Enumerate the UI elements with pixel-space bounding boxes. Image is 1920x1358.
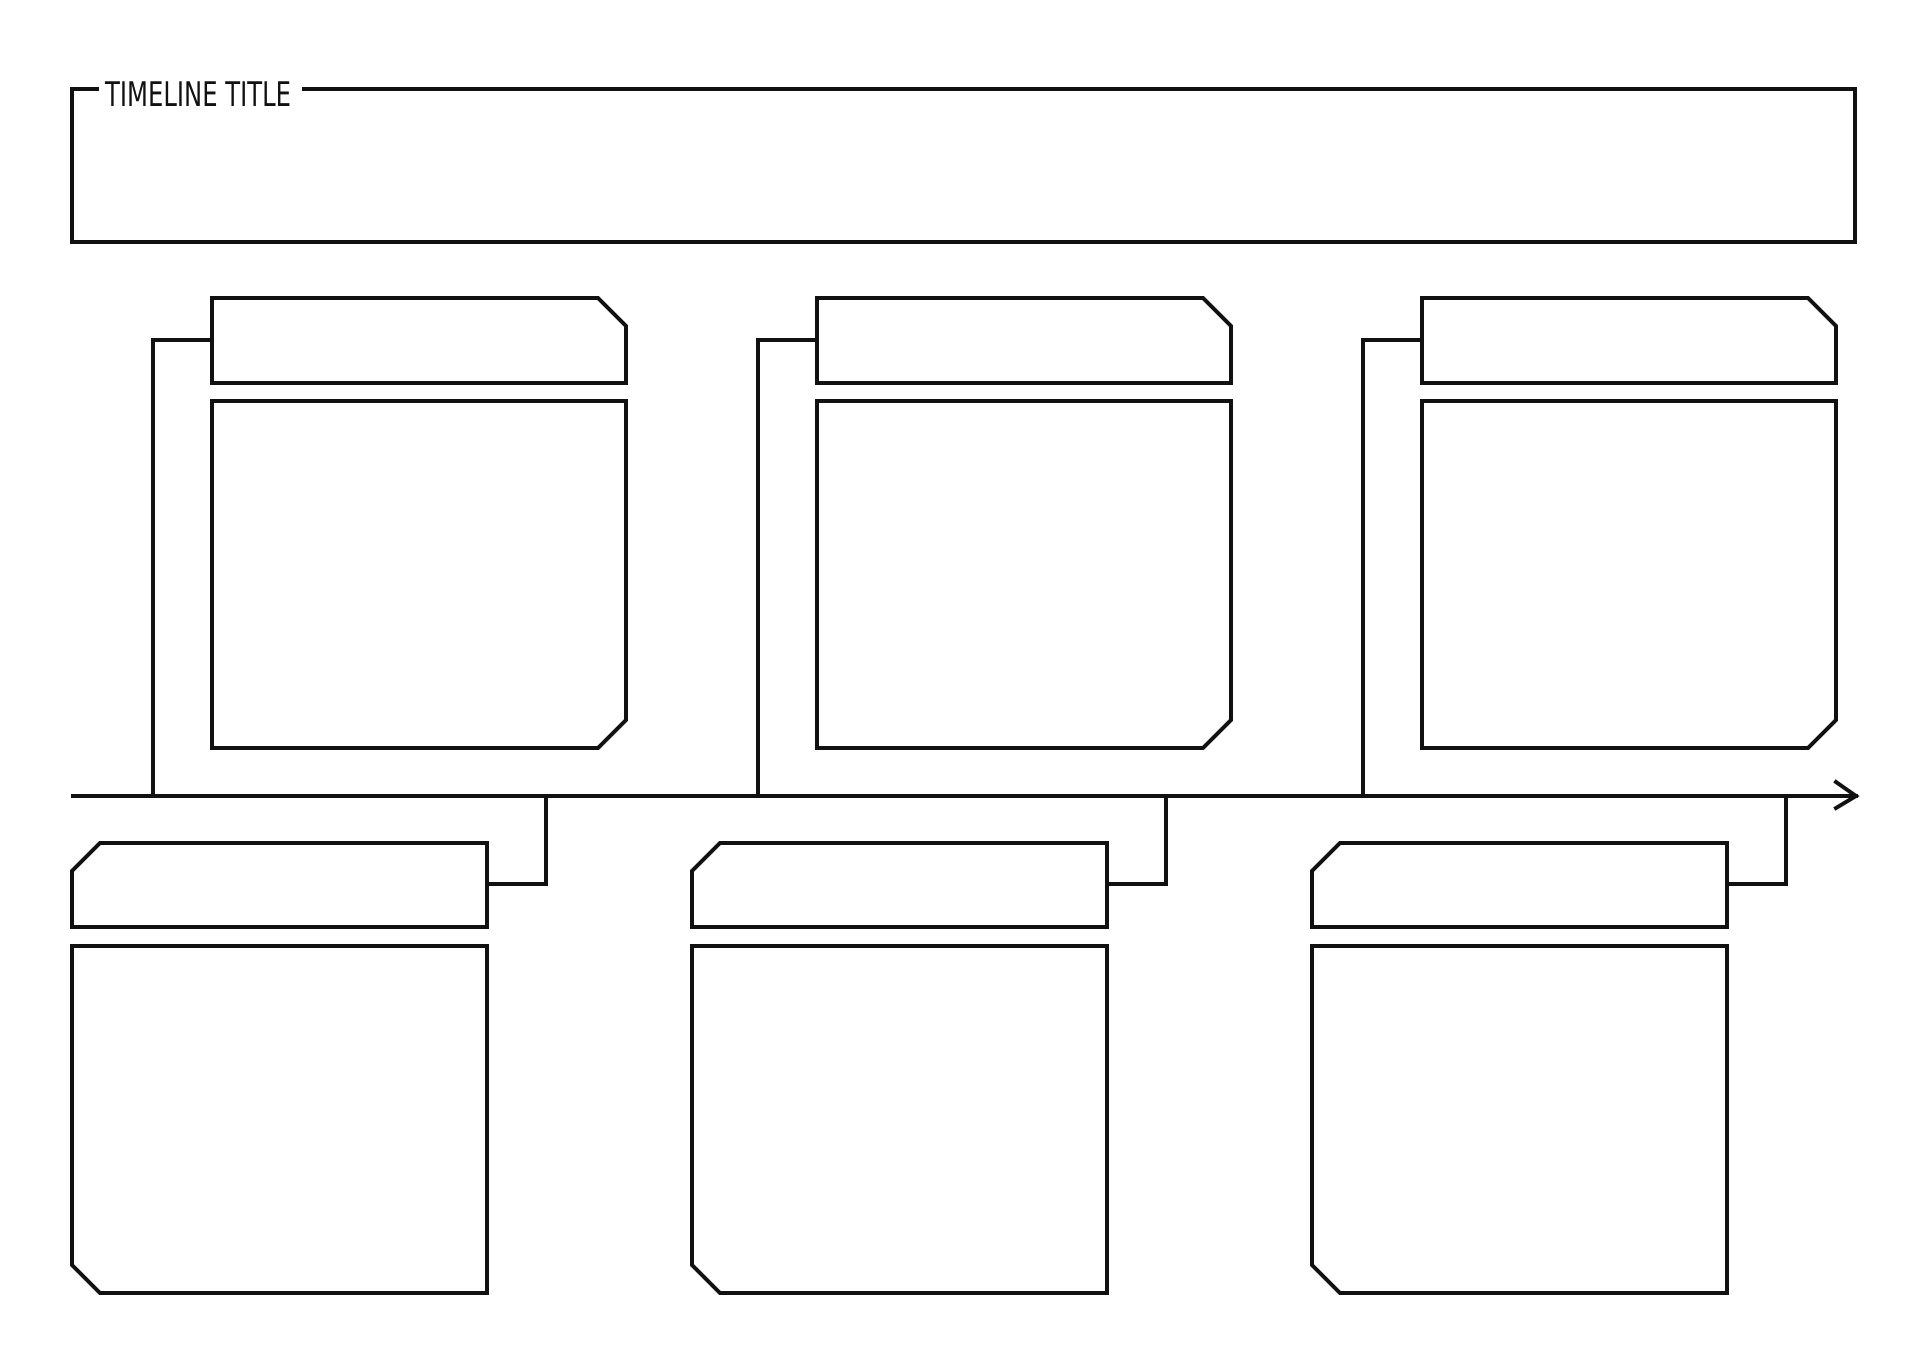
title-frame: TIMELINE TITLE [70,75,1857,244]
event-connector [1105,794,1168,886]
event-body-box[interactable] [1420,399,1838,750]
event-body-box[interactable] [1310,944,1729,1295]
event-connector [1361,338,1424,798]
event-below-3 [1310,794,1788,1295]
event-connector [485,794,548,886]
event-body-box[interactable] [815,399,1233,750]
event-body-box[interactable] [70,944,489,1295]
event-heading-box[interactable] [690,841,1109,929]
event-heading-box[interactable] [1310,841,1729,929]
event-below-1 [70,794,548,1295]
timeline-axis [71,779,1860,811]
event-heading-box[interactable] [815,296,1233,385]
event-below-2 [690,794,1168,1295]
event-connector [756,338,819,798]
title-frame-border [70,87,1857,244]
event-heading-box[interactable] [70,841,489,929]
event-body-box[interactable] [690,944,1109,1295]
event-connector [151,338,214,798]
event-body-box[interactable] [210,399,628,750]
timeline-title[interactable]: TIMELINE TITLE [104,75,291,115]
event-heading-box[interactable] [1420,296,1838,385]
event-above-3 [1361,296,1838,798]
event-connector [1725,794,1788,886]
arrow-head-icon [1833,779,1860,811]
event-heading-box[interactable] [210,296,628,385]
event-above-1 [151,296,628,798]
event-above-2 [756,296,1233,798]
